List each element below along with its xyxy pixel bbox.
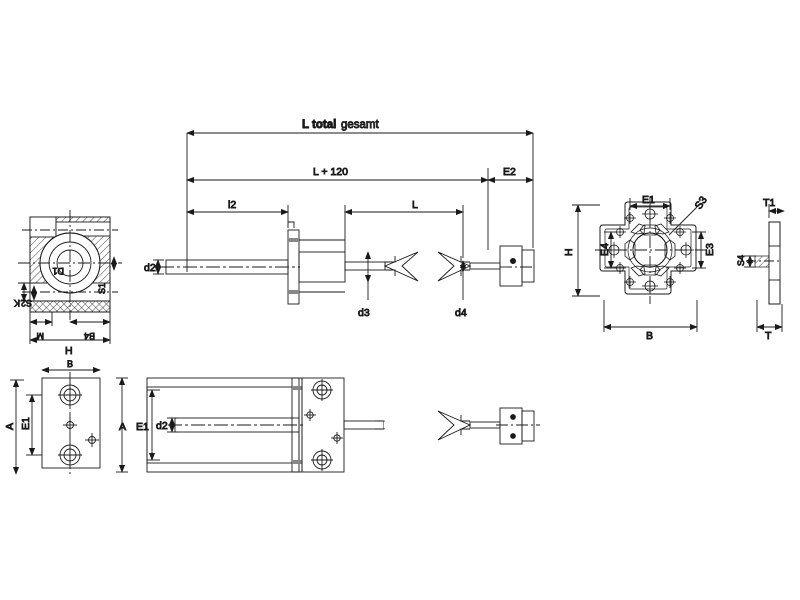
label-d1-section: D1: [52, 266, 64, 276]
main-elevation-view: [153, 229, 535, 305]
label-s4-profile: S4: [736, 255, 746, 266]
label-l: L: [412, 199, 418, 211]
plate-view-bottom-left: [10, 366, 101, 475]
label-b-flange: B: [646, 330, 653, 342]
label-e3-flange: E3: [704, 243, 716, 256]
label-t1-profile: T1: [763, 197, 775, 209]
flange-front-view: [572, 196, 706, 332]
label-d2-elevation: d2: [144, 262, 156, 274]
label-e1-plate: E1: [20, 417, 32, 430]
label-l-total: L total: [302, 119, 336, 131]
section-view-left: [18, 210, 122, 344]
label-l-plus-120: L + 120: [313, 166, 348, 178]
label-h-section: H: [65, 345, 73, 357]
label-a-plan: A: [119, 421, 126, 433]
label-e1-plan: E1: [136, 421, 149, 433]
label-b-plate: B: [67, 359, 73, 369]
dimension-chain-top: [186, 129, 534, 272]
label-e4-flange: E4: [599, 243, 611, 256]
side-profile-view: [744, 204, 785, 332]
label-l2: l2: [228, 199, 236, 211]
label-k-section: K: [14, 298, 20, 308]
label-s1-section: S1: [97, 283, 107, 294]
label-s2-section: S2: [21, 298, 32, 308]
label-e1-flange: E1: [642, 194, 655, 206]
label-h-flange: H: [563, 248, 575, 256]
label-a-plate: A: [4, 423, 16, 430]
label-b4-section: B4: [84, 331, 95, 341]
label-m-section: M: [37, 331, 45, 341]
label-d4: d4: [455, 307, 467, 319]
label-t-profile: T: [765, 330, 772, 342]
label-l-total-gesamt: gesamt: [341, 119, 380, 131]
label-d3: d3: [358, 307, 370, 319]
label-e2: E2: [503, 166, 516, 178]
label-d2-plan: d2: [156, 420, 168, 432]
plan-view-bottom: [116, 377, 540, 473]
